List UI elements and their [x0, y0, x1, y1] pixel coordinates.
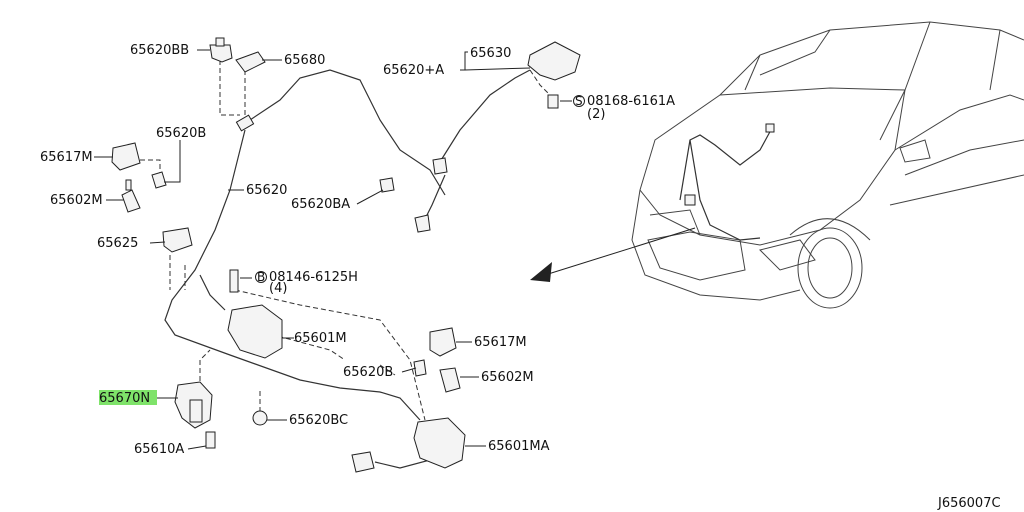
label-08168-qty: (2)	[587, 107, 605, 122]
label-65680: 65680	[284, 53, 325, 68]
bolt-65610a	[205, 431, 216, 449]
label-08146-qty: (4)	[269, 281, 287, 296]
bolt-08168-6161a	[547, 94, 559, 109]
label-08168-6161a: 08168-6161A	[587, 94, 675, 109]
label-65620b-bottom: 65620B	[343, 365, 393, 380]
part-65680	[235, 51, 266, 73]
part-65617m-top	[111, 142, 141, 171]
part-65602m-top	[121, 189, 141, 213]
part-65617m-bottom	[429, 327, 457, 357]
label-65620b-top: 65620B	[156, 126, 206, 141]
label-65620bc: 65620BC	[289, 413, 348, 428]
part-65620bc	[252, 410, 268, 426]
label-65610a: 65610A	[134, 442, 184, 457]
callout-b-symbol	[255, 271, 267, 283]
label-65620bb: 65620BB	[130, 43, 189, 58]
label-65670n: 65670N	[99, 391, 150, 406]
label-08146-6125h: 08146-6125H	[269, 270, 358, 285]
part-labels: 65620BB 65680 65630 65620+A S 08168-6161…	[40, 43, 1001, 511]
label-65602m-top: 65602M	[50, 193, 103, 208]
label-65620ba: 65620BA	[291, 197, 350, 212]
diagram-code: J656007C	[937, 496, 1001, 511]
part-65602m-bottom	[439, 367, 461, 393]
part-65620ba	[379, 177, 395, 193]
callout-s-symbol	[573, 95, 585, 107]
callout-b-letter: B	[257, 270, 265, 284]
bolt-08146-6125h	[229, 269, 239, 293]
label-65601m: 65601M	[294, 331, 347, 346]
highlight-65670n	[99, 390, 157, 405]
part-65620b-top	[151, 171, 167, 189]
label-65602m-bottom: 65602M	[481, 370, 534, 385]
label-65617m-bottom: 65617M	[474, 335, 527, 350]
leader-lines	[94, 49, 572, 450]
label-65625: 65625	[97, 236, 138, 251]
part-65601m	[227, 304, 283, 359]
callout-s-letter: S	[575, 94, 583, 108]
part-65601ma	[413, 417, 466, 469]
label-65620a: 65620+A	[383, 63, 444, 78]
part-65630	[527, 41, 581, 81]
part-65620bb	[209, 44, 233, 63]
label-65630: 65630	[470, 46, 511, 61]
label-65601ma: 65601MA	[488, 439, 550, 454]
release-cable	[164, 69, 531, 469]
part-65625	[162, 227, 193, 253]
part-65620b-bottom	[413, 359, 427, 377]
label-65617m-top: 65617M	[40, 150, 93, 165]
label-65620: 65620	[246, 183, 287, 198]
parts	[111, 37, 581, 473]
car-illustration	[530, 21, 1024, 309]
